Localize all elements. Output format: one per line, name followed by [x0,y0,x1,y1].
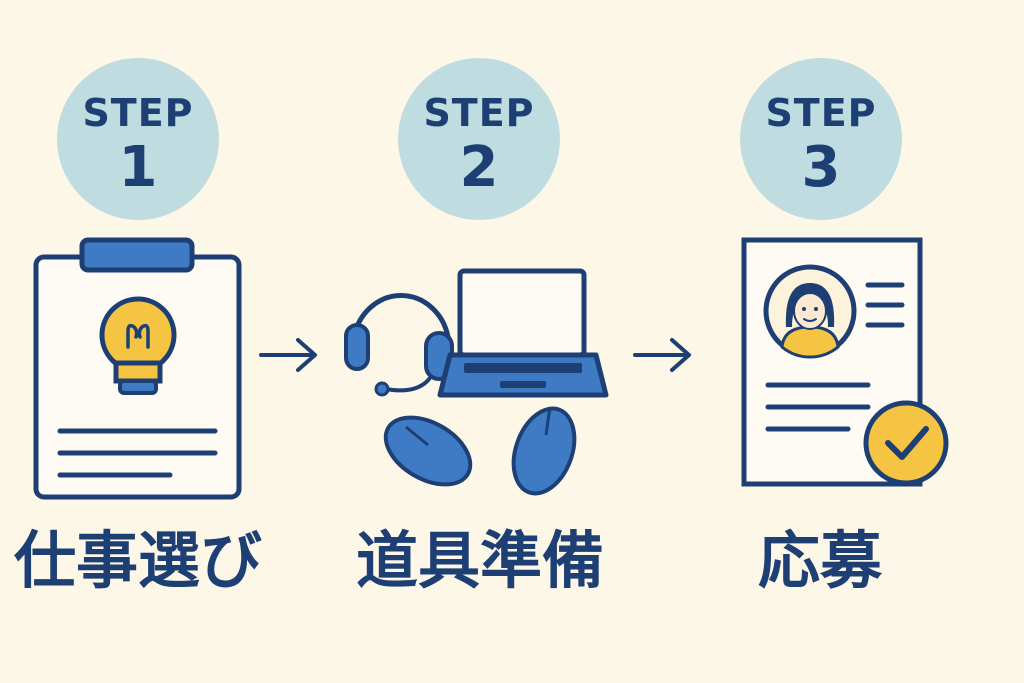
step-1-label: STEP [82,91,194,135]
step-2-badge: STEP 2 [398,58,560,220]
step-3-label: STEP [765,91,877,135]
headset-laptop-mouse-icon [344,268,609,496]
step-1-badge: STEP 1 [57,58,219,220]
step-1-number: 1 [118,135,158,200]
arrow-right-icon [633,338,691,372]
step-2-caption: 道具準備 [355,524,604,597]
step-2-label: STEP [423,91,535,135]
step-3-badge: STEP 3 [740,58,902,220]
step-1-caption: 仕事選び [13,524,262,597]
step-2-number: 2 [459,135,499,200]
clipboard-lightbulb-icon [33,237,242,500]
arrow-right-icon [259,338,317,372]
step-3-number: 3 [801,135,841,200]
resume-check-icon [741,237,949,487]
step-3-caption: 応募 [757,524,882,597]
